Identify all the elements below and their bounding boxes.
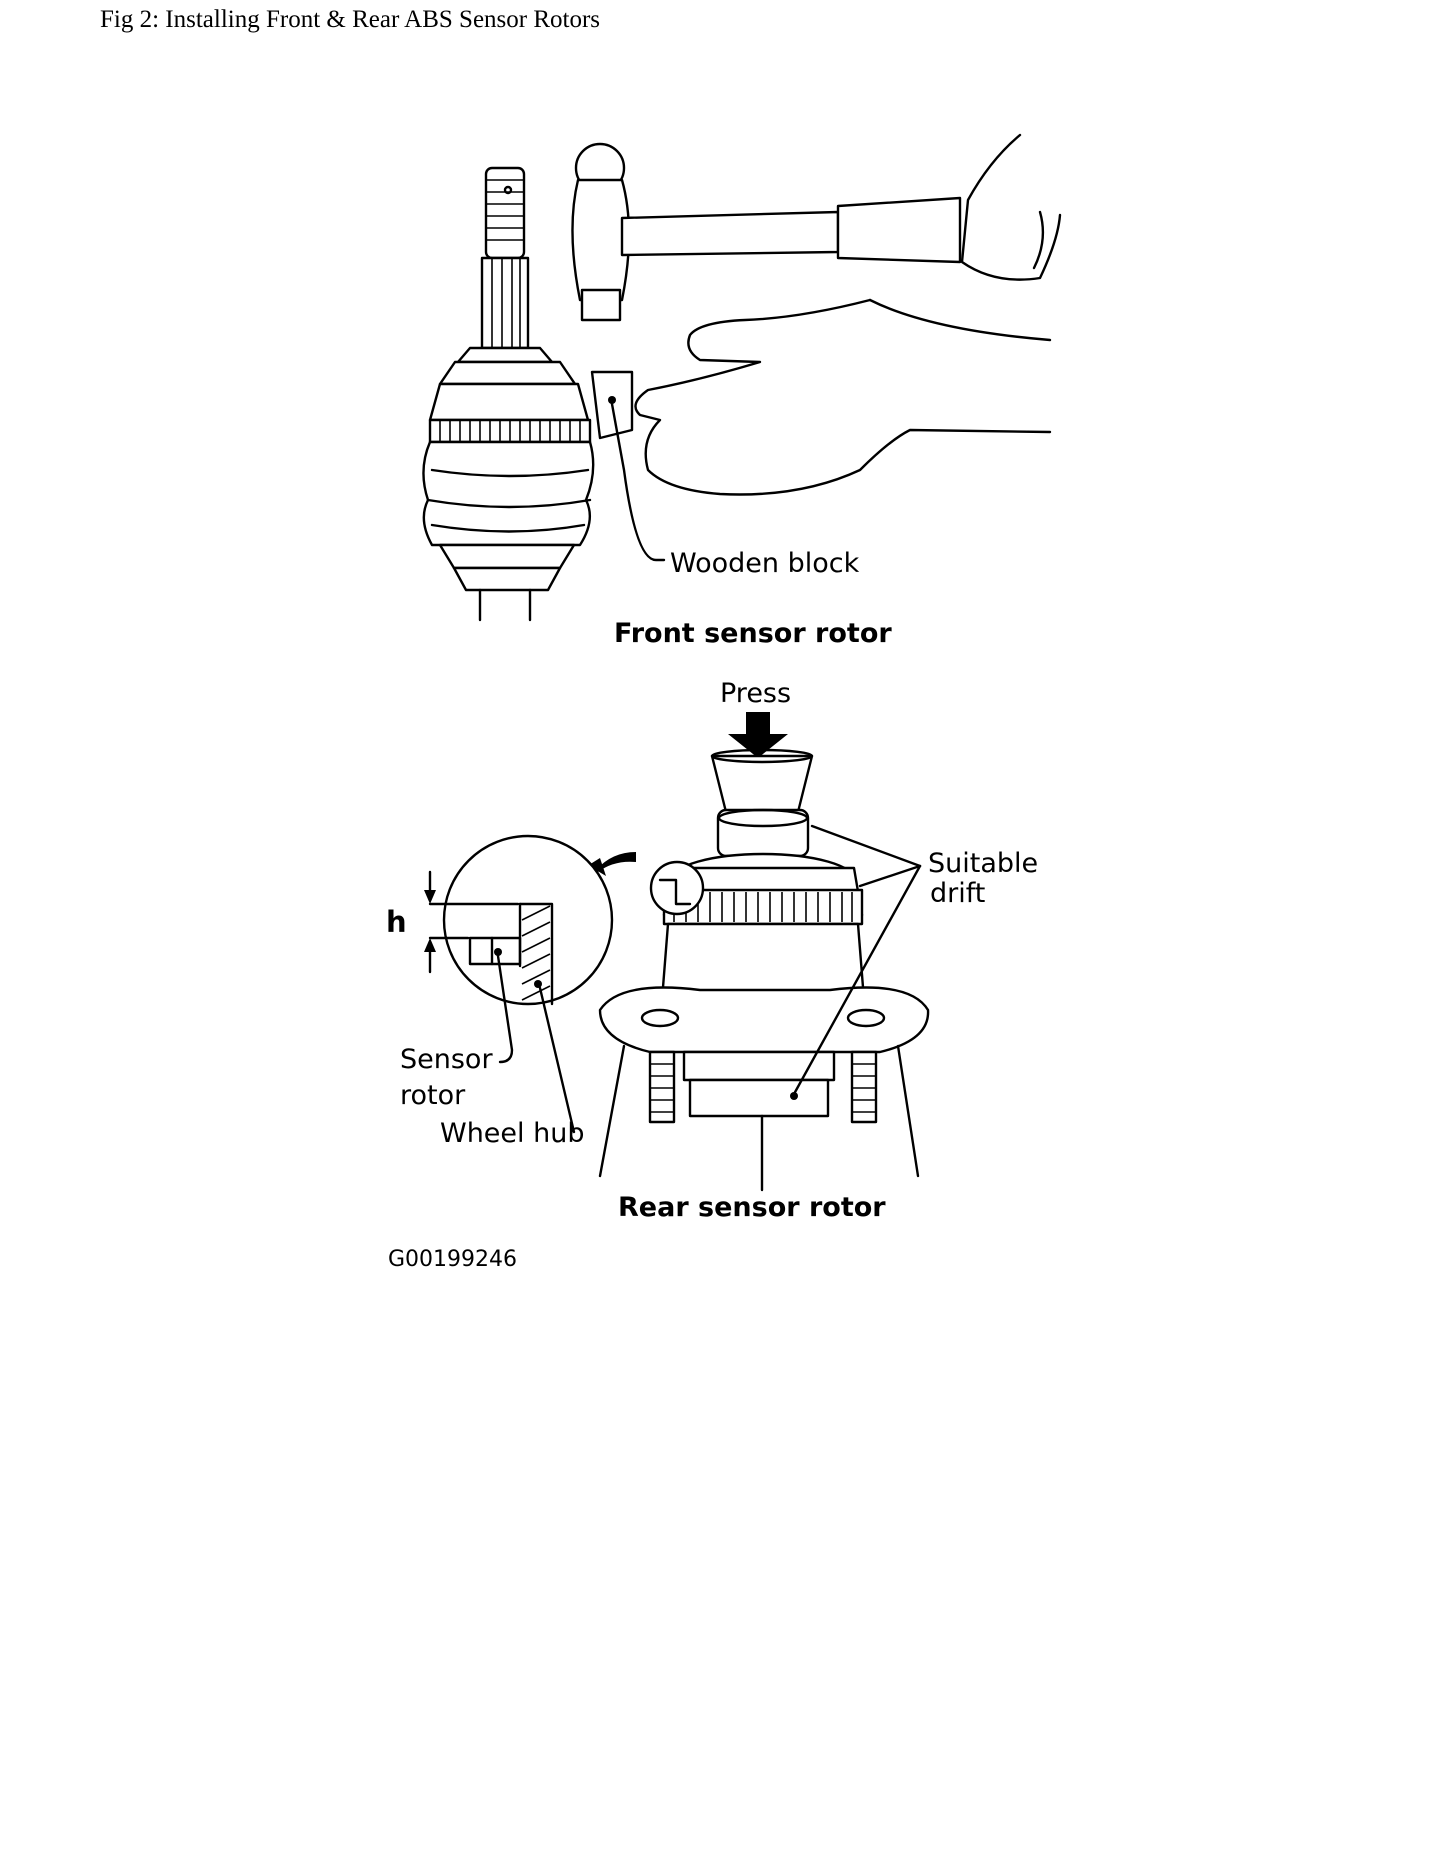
sensor-rotor-label-line1: Sensor (400, 1044, 493, 1075)
h-dimension-label: h (386, 905, 407, 939)
front-drive-shaft-illustration (422, 166, 595, 622)
curved-arrow-icon (584, 852, 636, 876)
press-arrow-icon (728, 712, 788, 758)
hammer-and-hand-illustration (571, 133, 1062, 562)
press-label: Press (720, 678, 791, 709)
front-sensor-rotor-title: Front sensor rotor (614, 618, 892, 649)
wooden-block-label: Wooden block (670, 548, 860, 579)
detail-magnifier (424, 834, 705, 1134)
suitable-drift-label-line2: drift (930, 878, 985, 909)
suitable-drift-label-line1: Suitable (928, 848, 1038, 879)
sensor-rotor-label-line2: rotor (400, 1080, 466, 1111)
figure-id-label: G00199246 (388, 1247, 517, 1272)
figure-caption: Fig 2: Installing Front & Rear ABS Senso… (100, 6, 601, 33)
rear-sensor-rotor-title: Rear sensor rotor (618, 1192, 886, 1223)
wheel-hub-label: Wheel hub (440, 1118, 584, 1149)
rear-hub-illustration (598, 748, 930, 1192)
